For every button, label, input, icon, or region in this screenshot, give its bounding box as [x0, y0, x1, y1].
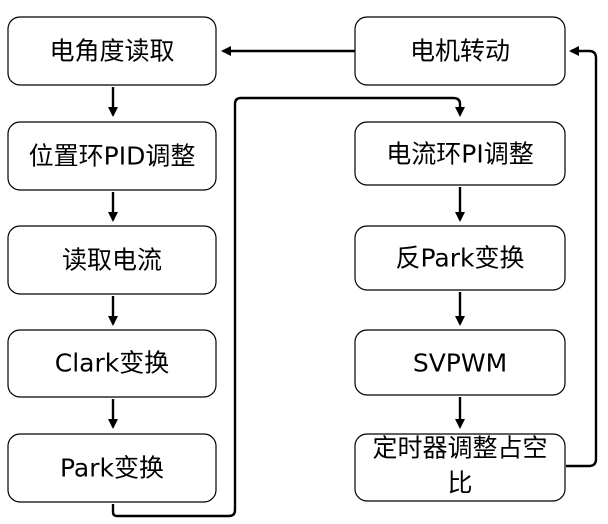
node-motor-angle-read-label: 电角度读取 [49, 37, 174, 66]
node-svpwm-label: SVPWM [413, 349, 507, 378]
node-park-label: Park变换 [60, 454, 164, 483]
edge-park-to-current-pi [111, 96, 465, 518]
node-current-pi-label: 电流环PI调整 [386, 140, 533, 169]
flow-nodes: 电角度读取 位置环PID调整 读取电流 Clark变换 Park变换 电机转动 … [7, 16, 566, 503]
node-inv-park-label: 反Park变换 [395, 244, 524, 273]
node-current-pi: 电流环PI调整 [354, 121, 566, 186]
node-position-pid-label: 位置环PID调整 [29, 142, 196, 171]
node-read-current: 读取电流 [7, 225, 217, 295]
node-timer-duty: 定时器调整占空 比 [354, 433, 566, 502]
node-motor-rotate: 电机转动 [354, 16, 566, 86]
node-park: Park变换 [7, 433, 217, 503]
node-motor-angle-read: 电角度读取 [7, 16, 217, 86]
node-clark: Clark变换 [7, 329, 217, 398]
node-read-current-label: 读取电流 [62, 246, 162, 275]
node-svpwm: SVPWM [354, 329, 566, 396]
flow-connectors [108, 46, 598, 518]
node-timer-duty-label-line2: 比 [447, 469, 472, 498]
node-clark-label: Clark变换 [55, 349, 169, 378]
edge-timer-duty-to-motor-rotate [566, 46, 598, 468]
node-motor-rotate-label: 电机转动 [410, 37, 510, 66]
node-position-pid: 位置环PID调整 [7, 121, 217, 191]
node-inv-park: 反Park变换 [354, 225, 566, 291]
node-timer-duty-label-line1: 定时器调整占空 [372, 434, 547, 463]
